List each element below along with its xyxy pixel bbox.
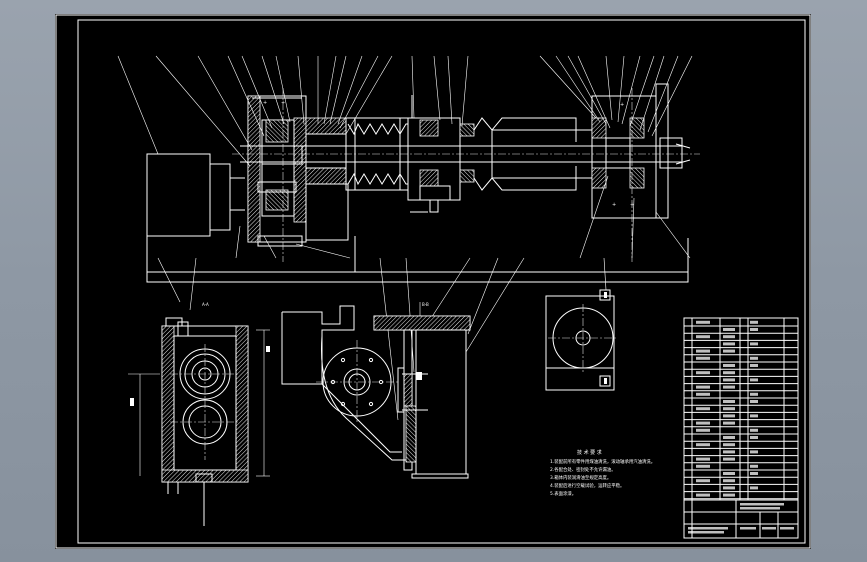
gearbox-side-view: A-A xyxy=(128,302,270,526)
technical-note-1: 1.装配前所有零件用煤油清洗，滚动轴承用汽油清洗。 xyxy=(550,458,655,465)
cad-viewport[interactable]: ++ xyxy=(55,14,811,549)
inner-frame xyxy=(77,19,806,544)
assembly-drawing: ++ xyxy=(55,14,811,549)
svg-text:+: + xyxy=(263,100,267,106)
technical-note-2: 2.各配合处、密封处不允许漏油。 xyxy=(550,466,616,473)
svg-text:+: + xyxy=(612,202,616,208)
technical-note-5: 5.表面涂漆。 xyxy=(550,490,576,497)
end-housing-view xyxy=(545,289,618,391)
technical-notes: 技 术 要 求 1.装配前所有零件用煤油清洗，滚动轴承用汽油清洗。 2.各配合处… xyxy=(550,449,655,497)
svg-text:B-B: B-B xyxy=(422,302,429,307)
technical-note-4: 4.装配后进行空载试验，运转应平稳。 xyxy=(550,482,624,489)
technical-notes-title: 技 术 要 求 xyxy=(577,449,602,456)
outer-frame xyxy=(55,14,811,549)
svg-text:A-A: A-A xyxy=(202,302,209,307)
svg-text:+: + xyxy=(620,102,624,108)
parts-list-table xyxy=(683,317,799,539)
technical-note-3: 3.箱体内装润滑油至规定高度。 xyxy=(550,474,611,481)
main-section-view: ++ xyxy=(117,55,700,421)
slider-section-view: B-B xyxy=(373,302,471,479)
bearing-seat-view xyxy=(281,305,410,461)
